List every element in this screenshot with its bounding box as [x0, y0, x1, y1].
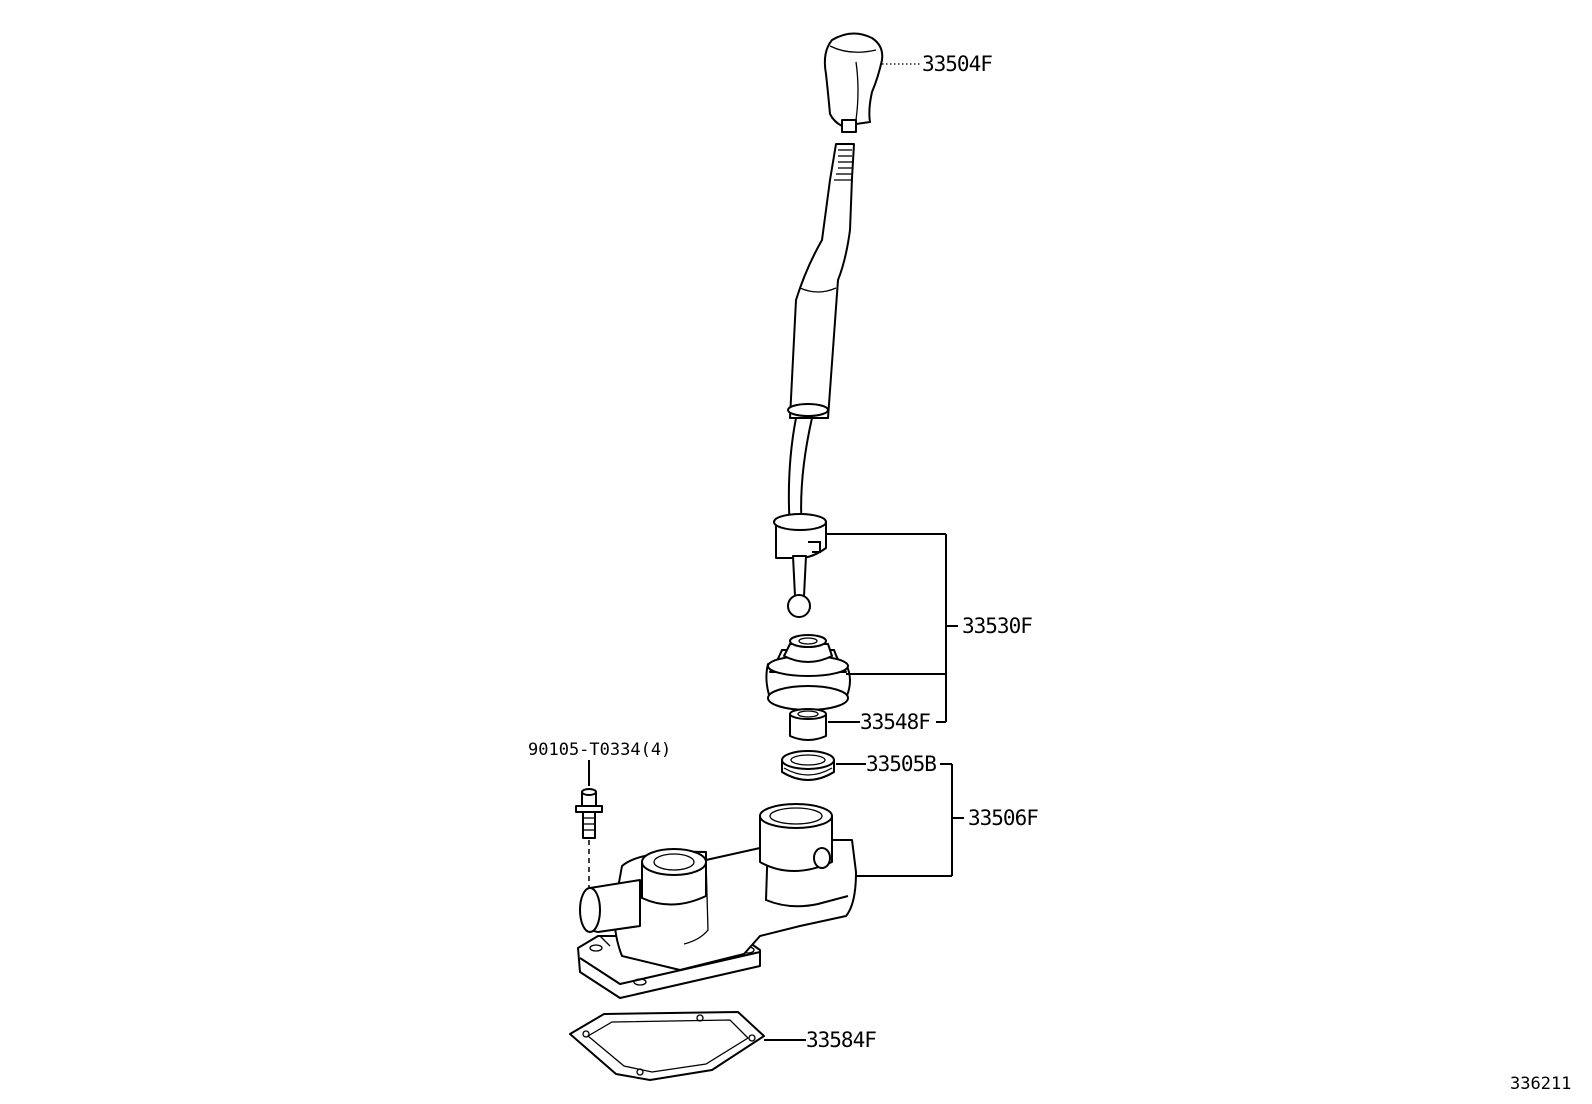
shift-lever-part [773, 143, 855, 618]
shift-retainer-housing-part [577, 803, 857, 999]
leader-lines [588, 533, 964, 1041]
shift-boot-part [765, 634, 851, 711]
callout-seal-33505b: 33505B [866, 752, 937, 776]
callout-lever-assembly-33530f: 33530F [962, 614, 1033, 638]
gasket-part [569, 1011, 765, 1081]
callout-bolt-90105-t0334: 90105-T0334(4) [528, 740, 672, 760]
callout-retainer-assembly-33506f: 33506F [968, 806, 1039, 830]
callout-knob-33504f: 33504F [922, 52, 993, 76]
bolt-part [575, 788, 603, 930]
shift-knob-part [823, 32, 920, 133]
figure-number: 336211 [1510, 1074, 1572, 1094]
seal-part [781, 750, 835, 781]
callout-bushing-33548f: 33548F [860, 710, 931, 734]
callout-gasket-33584f: 33584F [806, 1028, 877, 1052]
bushing-part [789, 708, 827, 741]
